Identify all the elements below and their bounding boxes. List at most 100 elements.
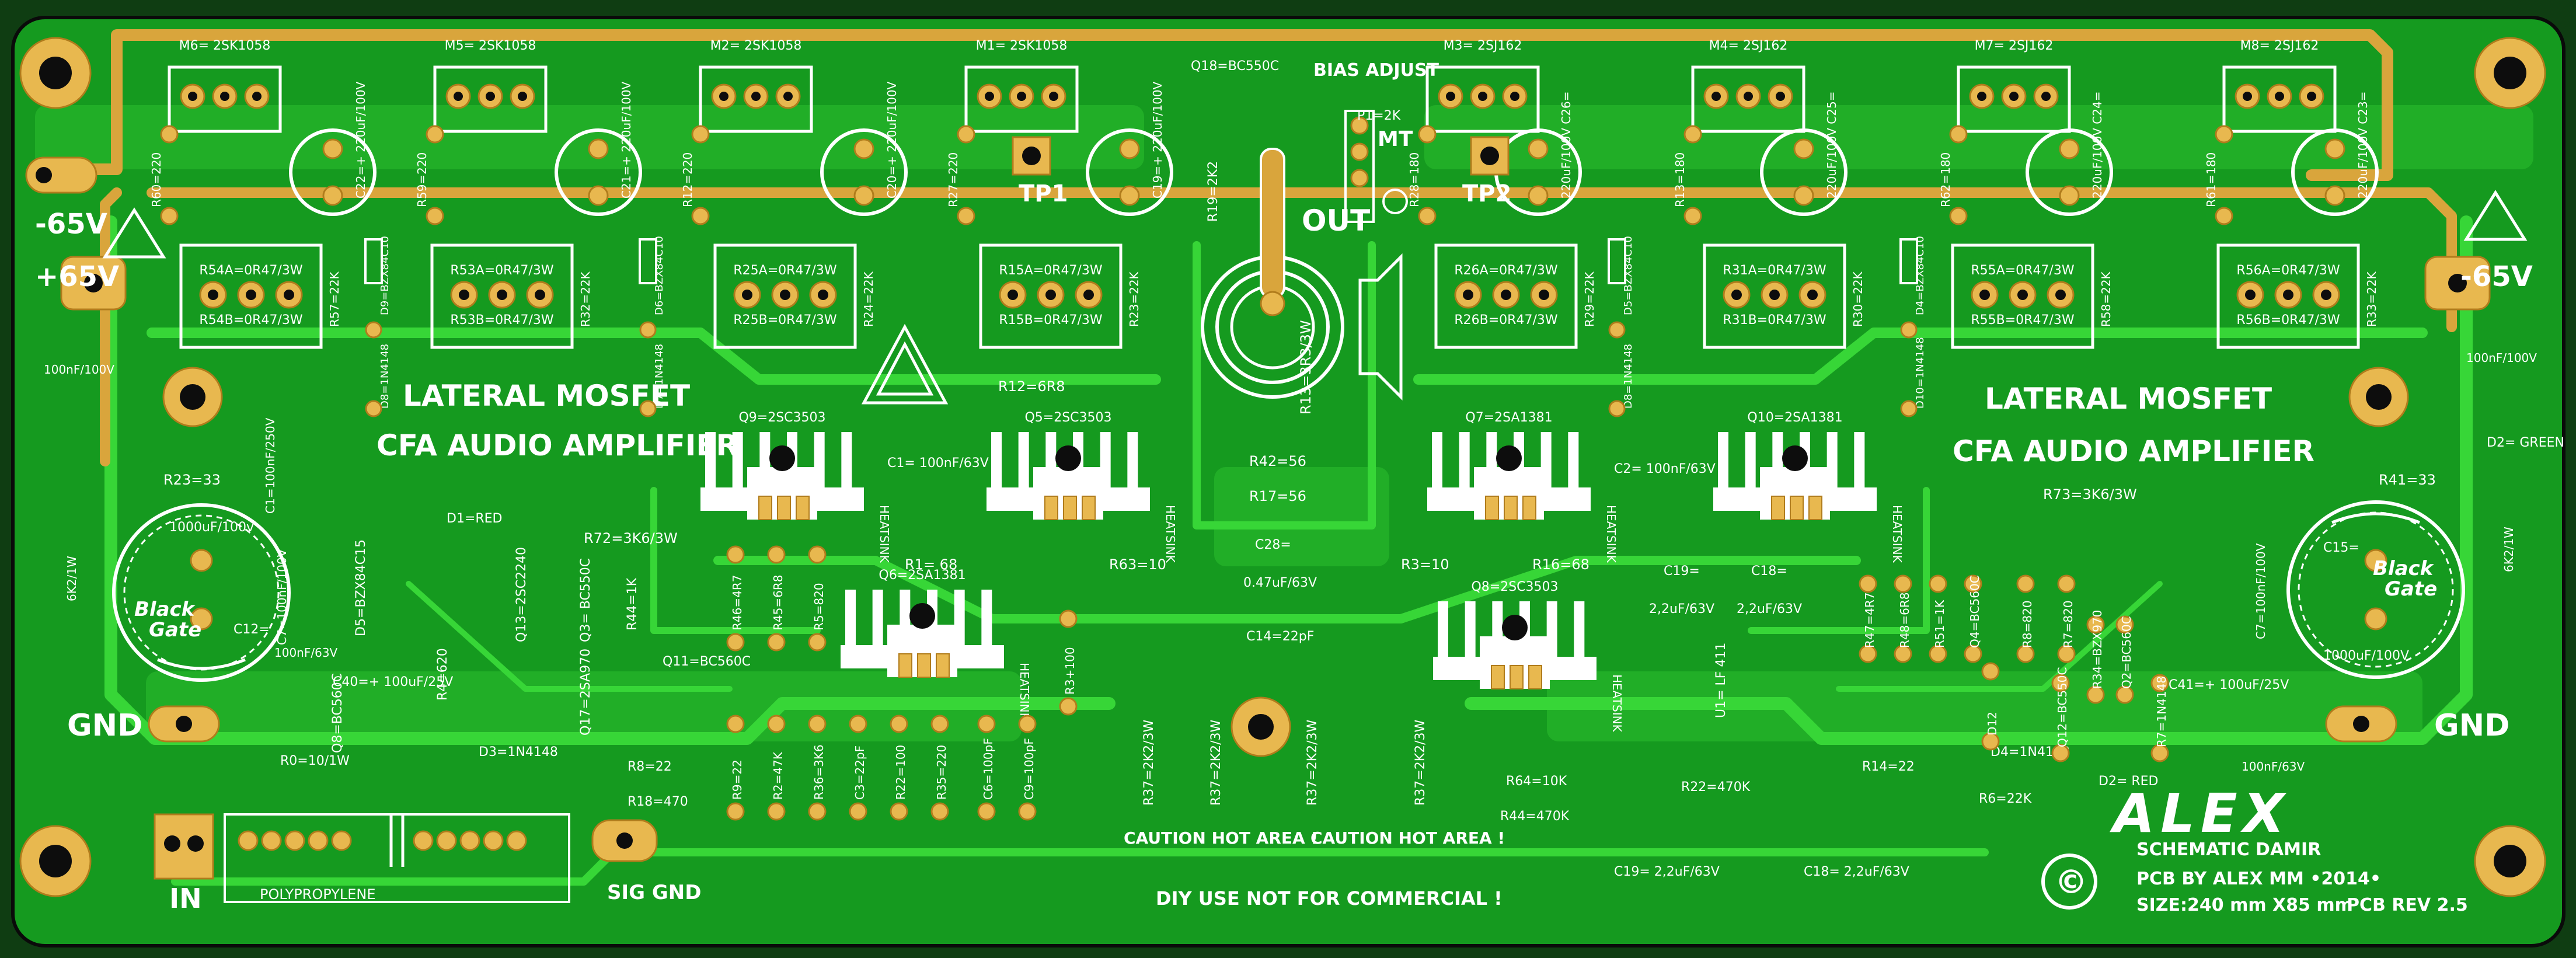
c15-label: C15= <box>2323 541 2359 555</box>
heatsink-transistor-label: Q6=2SA1381 <box>879 568 965 583</box>
copyright-symbol: © <box>2055 863 2087 901</box>
credit-schematic: SCHEMATIC DAMIR <box>2136 839 2321 860</box>
c12-value: 1000uF/100v <box>169 520 254 535</box>
c7-left-label: C7=100nF/100V <box>275 549 289 645</box>
small-part-left: R46=4R7 <box>726 545 745 652</box>
small-part-label: R34=BZX970 <box>2090 610 2104 689</box>
resistor-a-label: R26A=0R47/3W <box>1454 263 1557 278</box>
r0-label: R0=10/1W <box>280 754 350 768</box>
tp2-label: TP2 <box>1462 180 1511 207</box>
alex-logo: ALEX <box>2110 782 2291 845</box>
d3-label: D3=1N4148 <box>479 745 558 760</box>
resistor-a-label: R31A=0R47/3W <box>1723 263 1826 278</box>
r64-label: R64=10K <box>1506 774 1567 789</box>
r1-label: R1= 68 <box>905 556 957 573</box>
cap100n-left: 100nF/100V <box>44 363 114 377</box>
r3-label: R3=10 <box>1401 556 1449 573</box>
mosfet-label: M5= 2SK1058 <box>445 39 536 53</box>
heatsink-label: HEATSINK <box>1163 505 1177 563</box>
small-part-left: C3=22pF <box>849 715 867 821</box>
gnd-left: GND <box>67 708 142 743</box>
small-part-label: Q4=BC560C <box>1968 575 1982 648</box>
mosfet-label: M2= 2SK1058 <box>710 39 802 53</box>
r4-label: R4=620 <box>435 648 450 701</box>
q11-label: Q11=BC560C <box>663 654 751 669</box>
r12-6r8-label: R12=6R8 <box>998 378 1065 395</box>
small-part-right: R48=6R8 <box>1894 574 1912 663</box>
q8b-label: Q8=BC560C <box>330 673 345 753</box>
copper-zones <box>35 105 2533 741</box>
r6-label: R6=22K <box>1979 792 2032 806</box>
r42-label: R42=56 <box>1249 453 1306 469</box>
credit-rev: PCB REV 2.5 <box>2347 895 2468 915</box>
signal-diode-label: D7=1N4148 <box>653 344 665 409</box>
resistor-b-label: R54B=0R47/3W <box>199 313 302 328</box>
neg-65v-right: -65V <box>2460 260 2533 293</box>
gnd-right: GND <box>2434 708 2509 743</box>
small-part-right: R47=4R7 <box>1859 574 1877 663</box>
small-part-right: R8=820 <box>2016 574 2035 663</box>
mosfet-gate-resistor: R61=180 <box>2204 152 2218 207</box>
mosfet-label: M6= 2SK1058 <box>179 39 271 53</box>
resistor-b-label: R55B=0R47/3W <box>1971 313 2074 328</box>
mounting-holes <box>19 37 2546 897</box>
mosfet-gate-resistor: R27=220 <box>946 152 960 207</box>
resistor-b-label: R25B=0R47/3W <box>733 313 836 328</box>
mosfet-gate-resistor: R60=220 <box>149 152 163 207</box>
c18b-label: C18= <box>1751 564 1787 579</box>
heatsinks: Q9=2SC3503HEATSINKQ5=2SC3503HEATSINKQ7=2… <box>700 410 1904 733</box>
zener-label: D9=BZX84C10 <box>379 236 391 315</box>
mosfet-7: M7= 2SJ162 220uF/100V C24= R62=180 <box>1939 39 2113 225</box>
heatsink-transistor-label: Q8=2SC3503 <box>1471 580 1558 594</box>
small-part-left: R2=47K <box>767 715 786 821</box>
c15-value: 1000uF/100V <box>2323 649 2409 663</box>
mosfet-cap-label: 220uF/100V C23= <box>2356 92 2370 198</box>
mosfet-label: M7= 2SJ162 <box>1975 39 2054 53</box>
bias-resistor-label: R24=22K <box>862 271 876 327</box>
title-right-line1: LATERAL MOSFET <box>1985 382 2272 416</box>
r37a-label: R37=2K2/3W <box>1142 719 1156 806</box>
c28-value: 0.47uF/63V <box>1243 576 1317 590</box>
small-part-left: R35=220 <box>930 715 949 821</box>
resistor-a-label: R54A=0R47/3W <box>199 263 302 278</box>
in-label: IN <box>169 883 202 914</box>
small-part-label: R36=3K6 <box>812 744 826 800</box>
c7-right-label: C7=100nF/100V <box>2254 543 2268 639</box>
small-part-label: R8=820 <box>2020 600 2034 648</box>
q18-label: Q18=BC550C <box>1191 59 1279 74</box>
mosfet-label: M1= 2SK1058 <box>976 39 1068 53</box>
c18c-label: C18= 2,2uF/63V <box>1804 865 1909 879</box>
resistor-b-label: R53B=0R47/3W <box>450 313 553 328</box>
r72-label: R72=3K6/3W <box>584 530 678 546</box>
small-part-right: R51=1K <box>1929 574 1947 663</box>
mosfet-gate-resistor: R62=180 <box>1939 152 1953 207</box>
d1-label: D1=RED <box>447 511 503 526</box>
r41-label: R41=33 <box>2379 472 2436 488</box>
c41-label: C41=+ 100uF/25V <box>2169 678 2289 692</box>
cap100n-right: 100nF/100V <box>2466 351 2537 365</box>
small-part-left: C9=100pF <box>1018 715 1037 821</box>
mosfet-cap-label: 220uF/100V C24= <box>2090 92 2104 198</box>
mosfet-cap-label: C20=+ 220uF/100V <box>885 81 899 198</box>
r37b-label: R37=2K2/3W <box>1209 719 1223 806</box>
mosfet-gate-resistor: R28=180 <box>1407 152 1421 207</box>
speaker-output <box>1201 148 1403 401</box>
zener-label: D4=BZX84C10 <box>1914 236 1926 315</box>
small-part-left: R9=22 <box>726 715 745 821</box>
small-part-label: R5=820 <box>812 583 826 630</box>
c14-label: C14=22pF <box>1246 629 1314 644</box>
small-part-left: R36=3K6 <box>808 715 827 821</box>
